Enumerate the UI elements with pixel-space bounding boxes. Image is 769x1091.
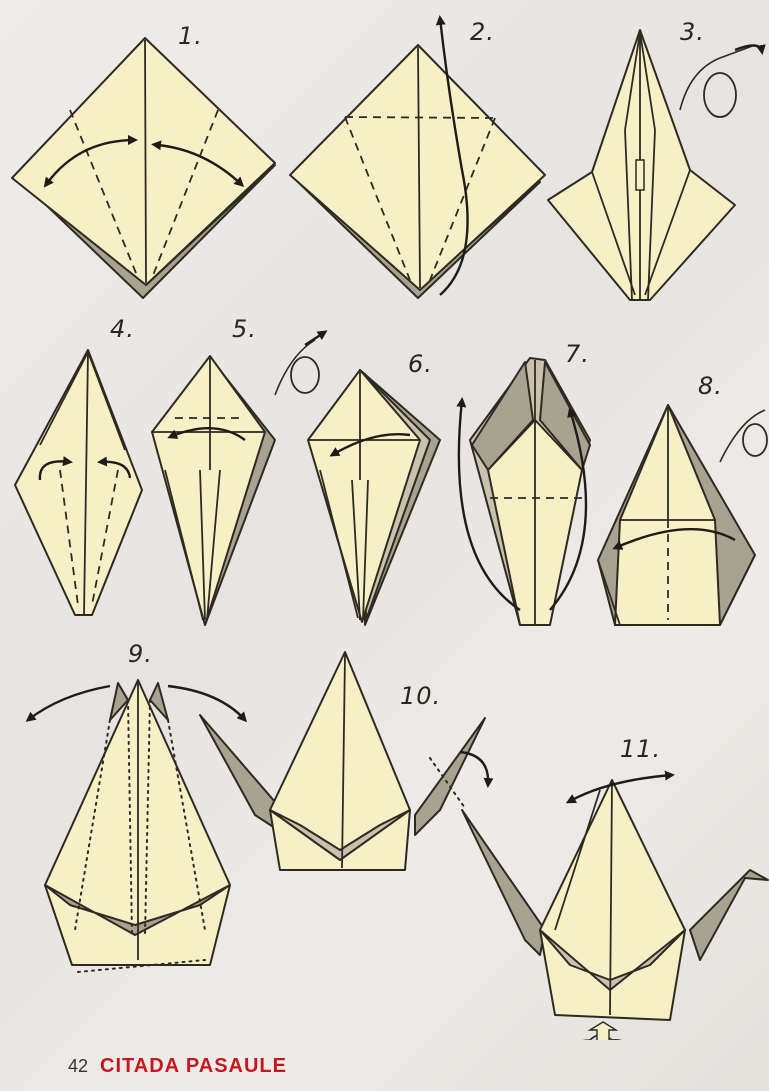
step-3-figure (548, 30, 762, 300)
step-number-6: 6. (408, 350, 433, 378)
step-9-figure (28, 680, 245, 972)
step-7-figure (459, 358, 590, 625)
step-number-5: 5. (232, 315, 257, 343)
step-5-figure (152, 332, 325, 625)
step-number-10: 10. (400, 682, 441, 710)
turn-over-icon (704, 73, 736, 117)
step-number-4: 4. (110, 315, 135, 343)
step-8-figure (598, 405, 767, 625)
step-number-7: 7. (565, 340, 590, 368)
page-footer: 42 CITADA PASAULE (68, 1055, 287, 1078)
step-number-8: 8. (698, 372, 723, 400)
step-4-figure (15, 350, 142, 615)
magazine-name: CITADA PASAULE (100, 1055, 287, 1078)
step-2-figure (290, 18, 545, 298)
step-6-figure (308, 370, 440, 625)
step-number-9: 9. (128, 640, 153, 668)
step-number-11: 11. (620, 735, 661, 763)
step-1-figure (12, 38, 275, 298)
turn-over-icon (291, 357, 319, 393)
cloud-icon (567, 1022, 634, 1040)
step-10-figure (200, 652, 488, 870)
turn-over-icon (680, 45, 755, 110)
turn-over-icon (743, 424, 767, 456)
page-number: 42 (68, 1056, 88, 1077)
step-11-figure (462, 775, 768, 1020)
step-number-1: 1. (178, 22, 203, 50)
step-number-2: 2. (470, 18, 495, 46)
origami-diagram (0, 0, 769, 1040)
step-number-3: 3. (680, 18, 705, 46)
